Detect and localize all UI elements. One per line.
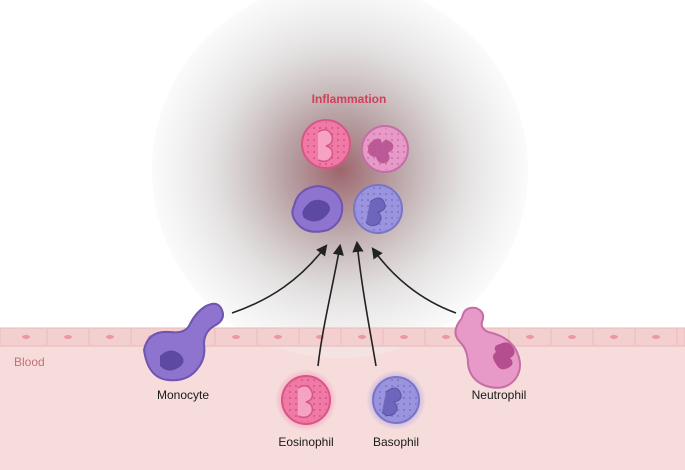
endothelial-nucleus xyxy=(652,335,660,339)
endothelial-nucleus xyxy=(22,335,30,339)
endothelial-nucleus xyxy=(64,335,72,339)
endothelial-nucleus xyxy=(106,335,114,339)
monocyte-migrating xyxy=(142,302,224,382)
monocyte-label: Monocyte xyxy=(157,388,209,402)
blood-label: Blood xyxy=(14,355,45,369)
endothelial-nucleus xyxy=(568,335,576,339)
migration-arrows xyxy=(231,240,457,367)
monocyte-cell-cluster xyxy=(291,184,344,233)
endothelial-nucleus xyxy=(358,335,366,339)
basophil-cell-cluster xyxy=(353,184,403,234)
endothelial-nucleus xyxy=(400,335,408,339)
eosinophil-blood xyxy=(275,369,337,431)
arrow-neutrophil xyxy=(371,247,457,314)
arrow-basophil xyxy=(352,240,377,367)
endothelial-nucleus xyxy=(526,335,534,339)
neutrophil-label: Neutrophil xyxy=(472,388,527,402)
endothelial-nucleus xyxy=(232,335,240,339)
neutrophil-cell-cluster xyxy=(361,125,409,173)
endothelial-nucleus xyxy=(610,335,618,339)
eosinophil-label: Eosinophil xyxy=(278,435,333,449)
endothelium-layer xyxy=(0,327,685,347)
endothelial-nucleus xyxy=(274,335,282,339)
neutrophil-migrating xyxy=(454,306,521,389)
inflammation-zone xyxy=(152,0,528,358)
inflammation-title: Inflammation xyxy=(312,92,387,106)
endothelial-nucleus xyxy=(442,335,450,339)
arrow-eosinophil xyxy=(317,243,344,367)
basophil-label: Basophil xyxy=(373,435,419,449)
basophil-blood xyxy=(366,370,426,430)
arrow-monocyte xyxy=(231,244,328,314)
eosinophil-cell-cluster xyxy=(301,119,351,169)
